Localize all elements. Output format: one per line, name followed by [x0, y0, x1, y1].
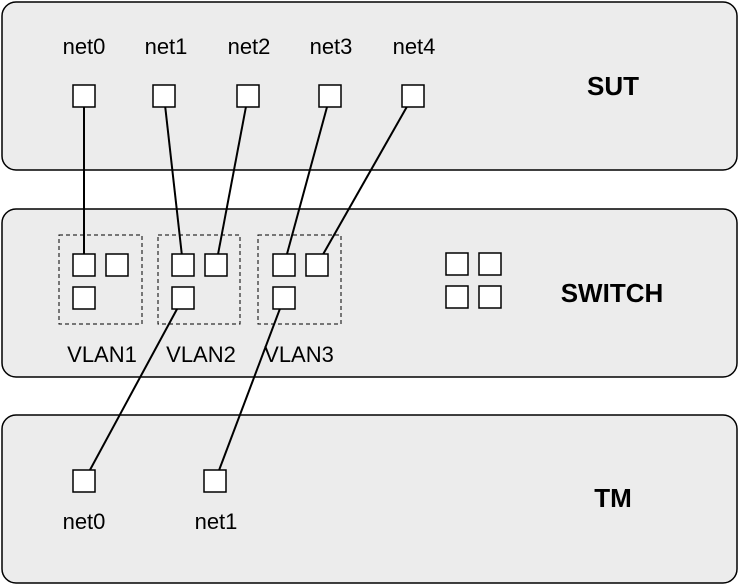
- sut-port-net1: [152, 84, 176, 108]
- vlan3-label: VLAN3: [264, 342, 334, 367]
- vlan2-group: [157, 234, 241, 325]
- vlan1-label: VLAN1: [67, 342, 137, 367]
- sut-port-net4: [401, 84, 425, 108]
- wire-tm-net0-vlan2: [83, 297, 184, 482]
- sut-panel: [1, 1, 738, 171]
- switch-port: [72, 286, 96, 310]
- sut-port-label-net0: net0: [63, 34, 106, 59]
- switch-title: SWITCH: [561, 278, 664, 308]
- switch-port-unassigned: [478, 285, 502, 309]
- sut-port-net0: [72, 84, 96, 108]
- switch-port: [272, 286, 296, 310]
- tm-port-label-net0: net0: [63, 509, 106, 534]
- switch-port-unassigned: [445, 252, 469, 276]
- switch-port-unassigned: [478, 252, 502, 276]
- vlan3-group: [257, 234, 342, 325]
- sut-port-net3: [318, 84, 342, 108]
- switch-port: [204, 253, 228, 277]
- tm-title: TM: [594, 483, 632, 513]
- switch-panel: [1, 208, 738, 378]
- vlan1-group: [58, 234, 143, 325]
- switch-port: [272, 253, 296, 277]
- switch-port: [171, 286, 195, 310]
- switch-port: [305, 253, 329, 277]
- vlan2-label: VLAN2: [166, 342, 236, 367]
- tm-port-net1: [203, 469, 227, 493]
- sut-port-label-net3: net3: [310, 34, 353, 59]
- wire-sut-net1-vlan2: [163, 95, 184, 266]
- wire-sut-net3-vlan3: [283, 95, 331, 266]
- switch-port: [72, 253, 96, 277]
- tm-port-label-net1: net1: [195, 509, 238, 534]
- wire-tm-net1-vlan3: [214, 297, 285, 482]
- switch-port: [105, 253, 129, 277]
- wire-sut-net2-vlan2: [215, 95, 249, 266]
- sut-port-label-net2: net2: [228, 34, 271, 59]
- wire-sut-net4-vlan3: [316, 95, 414, 266]
- sut-port-label-net1: net1: [145, 34, 188, 59]
- sut-port-net2: [236, 84, 260, 108]
- sut-title: SUT: [587, 71, 639, 101]
- tm-panel: [1, 414, 738, 584]
- switch-port-unassigned: [445, 285, 469, 309]
- switch-port: [171, 253, 195, 277]
- sut-port-label-net4: net4: [393, 34, 436, 59]
- tm-port-net0: [72, 469, 96, 493]
